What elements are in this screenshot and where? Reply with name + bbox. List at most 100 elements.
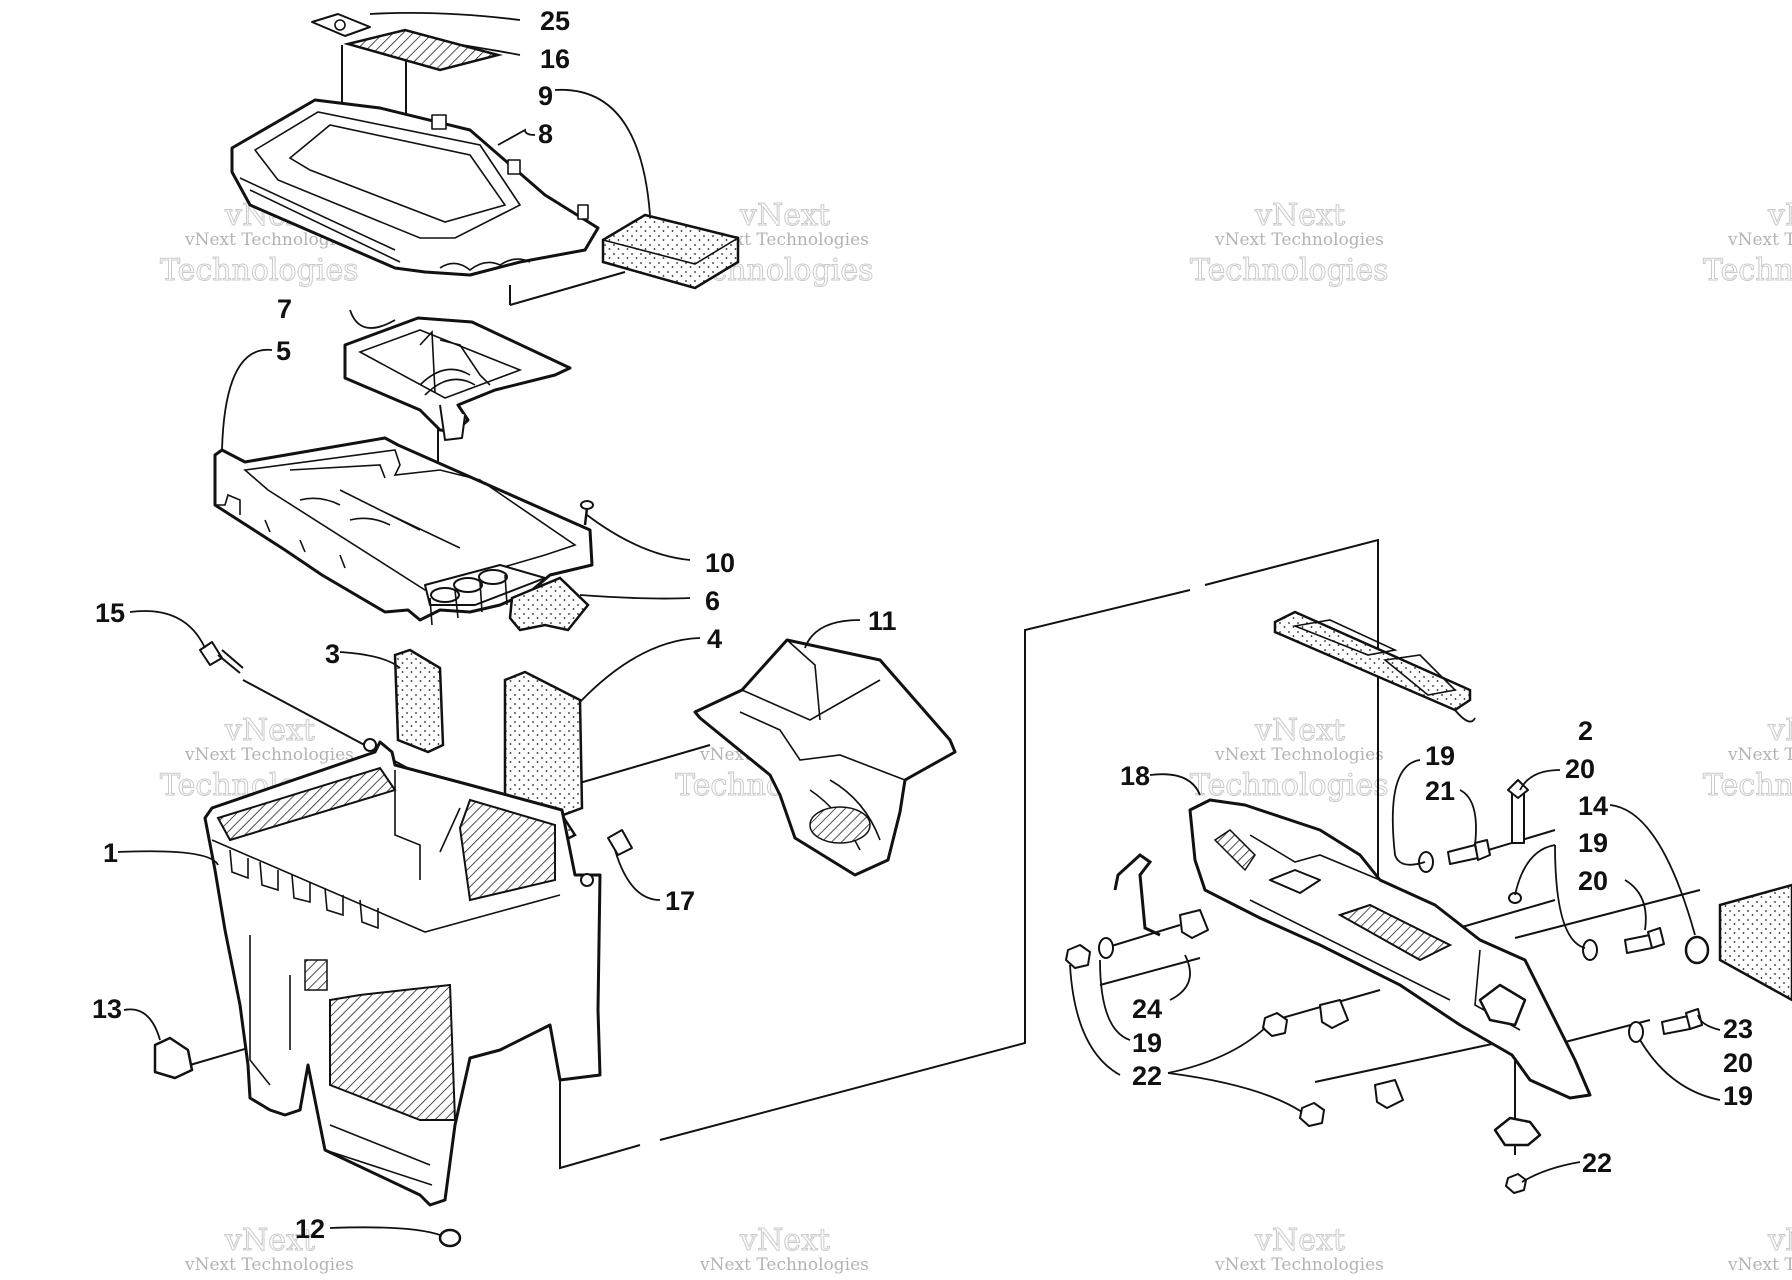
callout-17: 17 <box>665 886 695 916</box>
callout-14: 14 <box>1578 791 1608 821</box>
callout-21: 21 <box>1425 776 1455 806</box>
callout-22: 22 <box>1132 1061 1162 1091</box>
callout-10: 10 <box>705 548 735 578</box>
watermark-technologies: Technologies <box>160 253 359 288</box>
part-3-foam-seal <box>393 648 445 754</box>
callout-6: 6 <box>705 586 720 616</box>
part-23-filter <box>1718 883 1792 1002</box>
watermark-vnext: vNext <box>1254 1223 1345 1258</box>
watermark-text: vNext Technologies <box>699 1255 869 1275</box>
part-22-nut <box>1065 944 1091 969</box>
part-19-washer <box>1418 851 1434 873</box>
watermark: vNext vNext Technologies <box>699 1223 869 1276</box>
part-22-nut <box>1505 1173 1527 1194</box>
watermark: vNext vNext Technologies Technologies <box>1703 713 1792 804</box>
watermark-technologies: Technologies <box>1190 768 1389 803</box>
part-6-foam-seal <box>508 576 590 632</box>
part-1-airbox-housing <box>203 738 602 1207</box>
callout-13: 13 <box>92 994 122 1024</box>
callout-20: 20 <box>1578 866 1608 896</box>
part-19-washer <box>1628 1021 1644 1043</box>
watermark-vnext: vNext <box>1254 198 1345 233</box>
part-19-washer <box>1582 939 1598 961</box>
callout-12: 12 <box>295 1214 325 1244</box>
grommet <box>1374 1079 1404 1109</box>
callout-19: 19 <box>1132 1028 1162 1058</box>
callout-7: 7 <box>277 294 292 324</box>
leader-lines <box>117 11 1721 1236</box>
part-2-gasket <box>1273 610 1472 712</box>
watermark-technologies: Technologies <box>1703 768 1792 803</box>
part-20-bolt <box>1507 779 1529 844</box>
part-10-screw <box>580 500 594 526</box>
grommet <box>1179 909 1209 939</box>
callout-2: 2 <box>1578 716 1593 746</box>
part-15-bolt <box>199 641 244 674</box>
part-13-clip <box>153 1036 194 1080</box>
watermark: vNext vNext Technologies <box>184 1223 354 1276</box>
part-8-airbox-cover <box>230 98 600 277</box>
callout-22: 22 <box>1582 1148 1612 1178</box>
callout-24: 24 <box>1132 994 1162 1024</box>
watermark-text: vNext Technologies <box>1727 1255 1792 1275</box>
callout-19: 19 <box>1425 741 1455 771</box>
part-20-bolt <box>1661 1008 1703 1035</box>
watermark-text: vNext Technologies <box>1727 230 1792 250</box>
grommet <box>1319 999 1349 1029</box>
watermark-text: vNext Technologies <box>1727 745 1792 765</box>
callout-3: 3 <box>325 639 340 669</box>
callout-1: 1 <box>103 838 118 868</box>
part-12-drain-cap <box>438 1228 462 1248</box>
callout-labels: 25 16 9 8 7 5 10 6 15 3 4 11 1 17 13 12 … <box>92 6 1753 1244</box>
part-20-bolt <box>1624 927 1665 954</box>
part-14-cap <box>1684 935 1710 965</box>
callout-11: 11 <box>868 606 897 636</box>
part-9-filter <box>601 213 740 290</box>
part-22-knob <box>1493 1116 1542 1147</box>
watermark-technologies: Technologies <box>1190 253 1389 288</box>
watermark-text: vNext Technologies <box>1214 1255 1384 1275</box>
callout-20: 20 <box>1565 754 1595 784</box>
watermark-vnext: vNext <box>224 713 315 748</box>
part-5-airbox-base <box>213 436 594 626</box>
watermark-text: vNext Technologies <box>184 230 354 250</box>
watermark: vNext vNext Technologies <box>1727 1223 1792 1276</box>
callout-9: 9 <box>538 81 553 111</box>
callout-15: 15 <box>95 598 125 628</box>
watermark-text: vNext Technologies <box>184 745 354 765</box>
watermark-text: vNext Technologies <box>184 1255 354 1275</box>
callout-19: 19 <box>1723 1081 1753 1111</box>
part-11-intake-duct <box>693 638 957 877</box>
watermark: vNext vNext Technologies <box>1214 1223 1384 1276</box>
part-7-baffle <box>343 316 572 441</box>
watermark-technologies: Technologies <box>1703 253 1792 288</box>
callout-20: 20 <box>1723 1048 1753 1078</box>
watermark: vNext vNext Technologies Technologies <box>1190 713 1390 804</box>
callout-18: 18 <box>1120 761 1150 791</box>
watermark-vnext: vNext <box>739 1223 830 1258</box>
callout-4: 4 <box>707 624 722 654</box>
watermark-vnext: vNext <box>1767 198 1792 233</box>
watermark-vnext: vNext <box>1254 713 1345 748</box>
part-22-nut <box>1299 1102 1325 1127</box>
watermark-text: vNext Technologies <box>699 230 869 250</box>
watermark-vnext: vNext <box>739 198 830 233</box>
watermark-vnext: vNext <box>224 1223 315 1258</box>
part-25-decal <box>311 13 371 37</box>
callout-8: 8 <box>538 119 553 149</box>
part-21-bolt <box>1447 839 1491 865</box>
part-19-washer <box>1098 937 1114 959</box>
watermark: vNext vNext Technologies Technologies <box>1703 198 1792 289</box>
part-18-air-duct <box>1188 798 1592 1100</box>
callout-23: 23 <box>1723 1014 1753 1044</box>
part-22-nut <box>1262 1012 1288 1037</box>
watermark-vnext: vNext <box>1767 1223 1792 1258</box>
watermark-text: vNext Technologies <box>1214 745 1384 765</box>
callout-19: 19 <box>1578 828 1608 858</box>
watermark: vNext vNext Technologies Technologies <box>1190 198 1390 289</box>
part-17-plug <box>607 829 633 856</box>
callout-25: 25 <box>540 6 570 36</box>
callout-16: 16 <box>540 44 570 74</box>
watermark-text: vNext Technologies <box>1214 230 1384 250</box>
